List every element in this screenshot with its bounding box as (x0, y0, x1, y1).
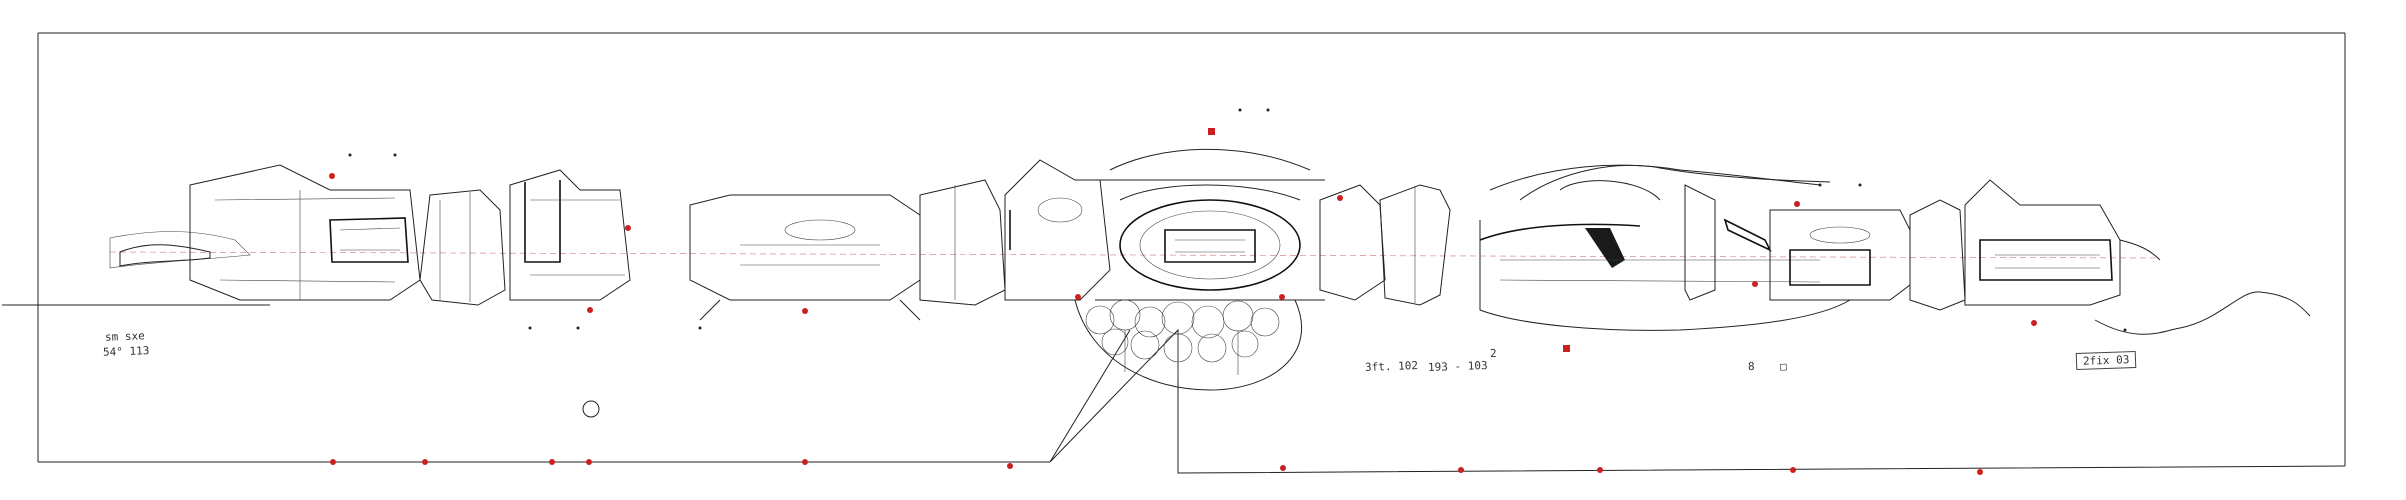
red-markers (329, 128, 2037, 475)
stamp-right: 2fix 03 (2075, 350, 2137, 371)
tree-cluster (1085, 299, 1280, 380)
stamp-left-line1: sm sxe (104, 329, 145, 344)
survey-dots (348, 108, 2127, 332)
sheet-frame (2, 32, 2346, 474)
building-volumes (109, 148, 2311, 463)
entry-curve (119, 244, 211, 267)
round-feature (582, 400, 600, 418)
annotation-right-2: □ (1779, 359, 1787, 374)
annotation-center-2: 193 - 103 (1427, 358, 1488, 375)
annotation-center-3: 2 (1489, 346, 1497, 361)
annotation-right-1: 8 (1747, 359, 1755, 374)
stamp-left-line2: 54° 113 (102, 344, 150, 359)
main-axis-line (109, 251, 2161, 259)
annotation-center-1: 3ft. 102 (1364, 359, 1419, 374)
